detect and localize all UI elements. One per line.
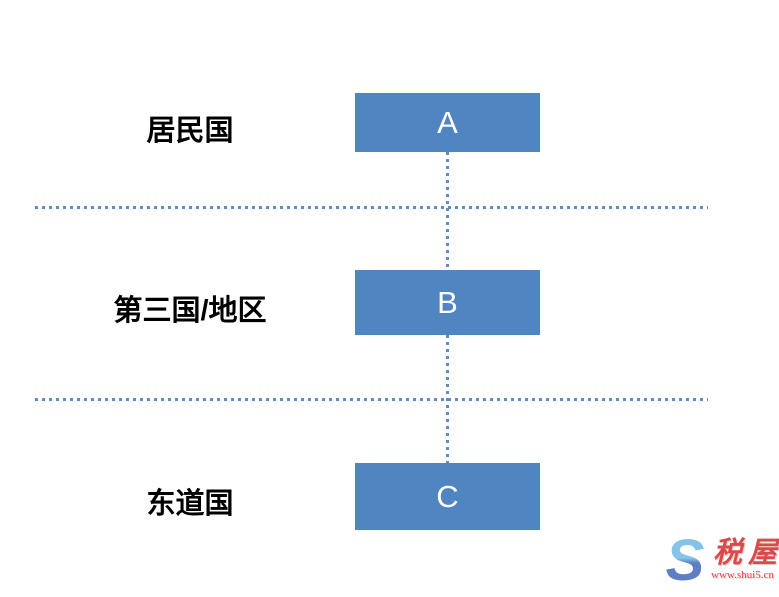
node-box-b: B xyxy=(355,270,540,335)
shui5-watermark: S 税屋 www.shui5.cn xyxy=(647,527,779,592)
watermark-url-text: www.shui5.cn xyxy=(711,569,774,581)
node-box-c: C xyxy=(355,463,540,530)
divider-line-2 xyxy=(35,398,708,401)
svg-text:S: S xyxy=(666,533,705,589)
row-label-third-country-region: 第三国/地区 xyxy=(113,295,267,327)
node-box-c-letter: C xyxy=(436,478,459,514)
node-box-a: A xyxy=(355,93,540,152)
watermark-brand-text: 税屋 xyxy=(713,537,779,569)
divider-line-1 xyxy=(35,206,708,209)
node-box-b-letter: B xyxy=(437,284,458,320)
node-box-a-letter: A xyxy=(437,104,458,140)
connector-a-b xyxy=(446,152,449,270)
row-label-resident-country: 居民国 xyxy=(146,115,234,147)
shui5-logo-icon: S xyxy=(666,533,705,589)
row-label-host-country: 东道国 xyxy=(146,488,234,520)
